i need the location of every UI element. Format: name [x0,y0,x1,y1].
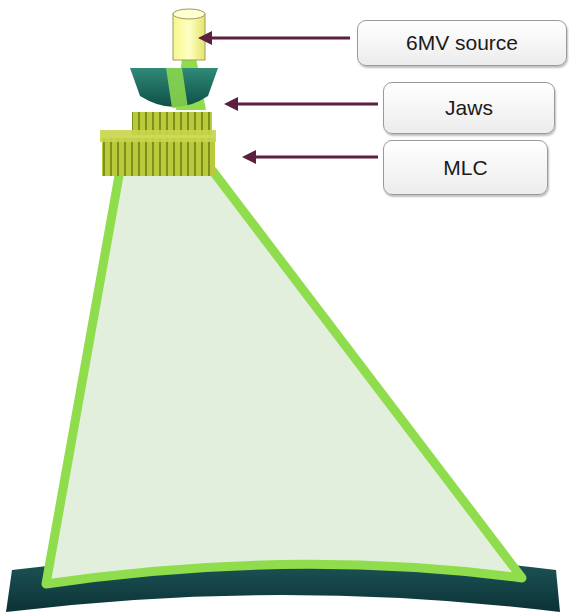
mlc-lower [102,138,215,176]
callout-box: 6MV source [357,20,567,66]
callout-box: Jaws [383,82,555,134]
callout-label: MLC [443,156,487,180]
mlc-middle [100,130,216,142]
callout-box: MLC [383,140,548,195]
jaws [130,68,218,107]
beam-edge [46,170,522,584]
callout-label: 6MV source [406,31,518,55]
leader-arrows [198,31,378,164]
callout-label: Jaws [445,96,493,120]
beam-through-jaws [166,68,188,108]
source-top [173,9,205,19]
beam-cone [46,170,522,584]
